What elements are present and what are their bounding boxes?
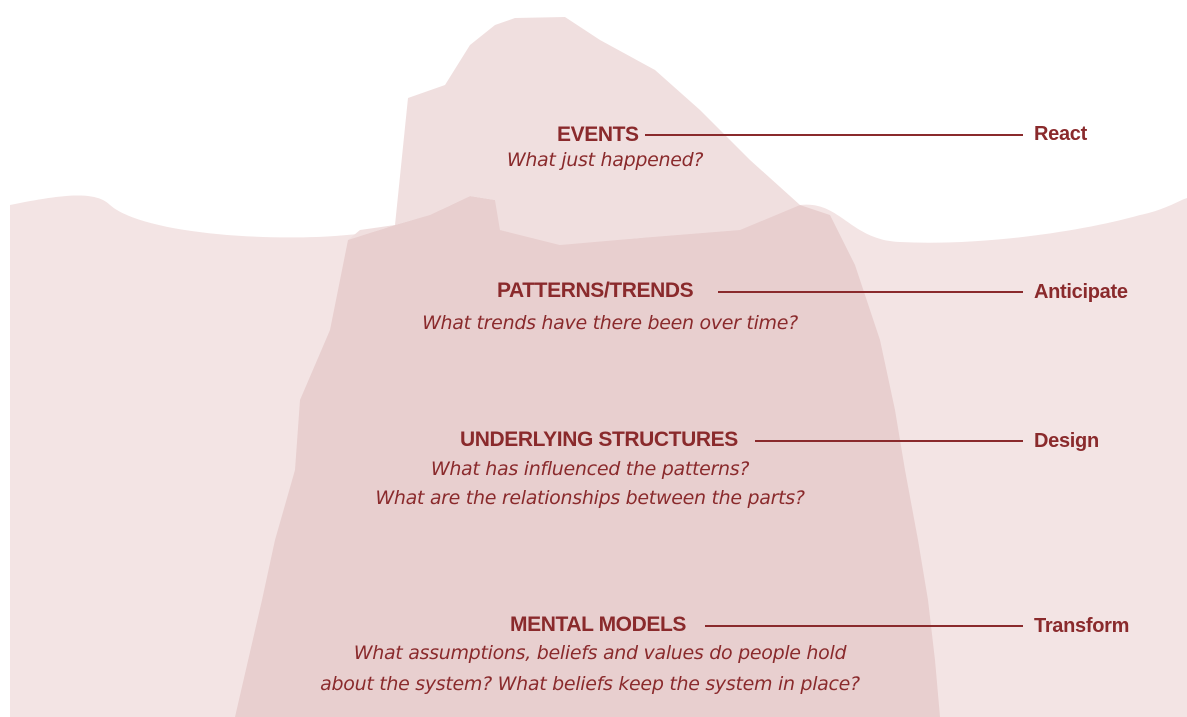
level-question-mental-models-2: about the system? What beliefs keep the … [320, 673, 860, 695]
level-heading-events: EVENTS [557, 123, 639, 146]
level-question-patterns: What trends have there been over time? [422, 312, 798, 334]
level-heading-patterns: PATTERNS/TRENDS [497, 279, 694, 302]
action-label-react: React [1034, 123, 1087, 145]
level-question-structures-1: What has influenced the patterns? [430, 458, 750, 480]
iceberg-body [235, 196, 940, 717]
level-question-structures-2: What are the relationships between the p… [375, 487, 805, 509]
level-heading-structures: UNDERLYING STRUCTURES [460, 428, 738, 451]
iceberg-tip [348, 17, 800, 245]
connector-line-events [645, 134, 1023, 136]
connector-line-structures [755, 440, 1023, 442]
level-question-events: What just happened? [506, 149, 704, 171]
connector-line-mental-models [705, 625, 1023, 627]
connector-line-patterns [718, 291, 1023, 293]
level-question-mental-models-1: What assumptions, beliefs and values do … [353, 642, 847, 664]
action-label-design: Design [1034, 430, 1099, 452]
level-heading-mental-models: MENTAL MODELS [510, 613, 687, 636]
action-label-transform: Transform [1034, 615, 1130, 637]
action-label-anticipate: Anticipate [1034, 281, 1128, 303]
